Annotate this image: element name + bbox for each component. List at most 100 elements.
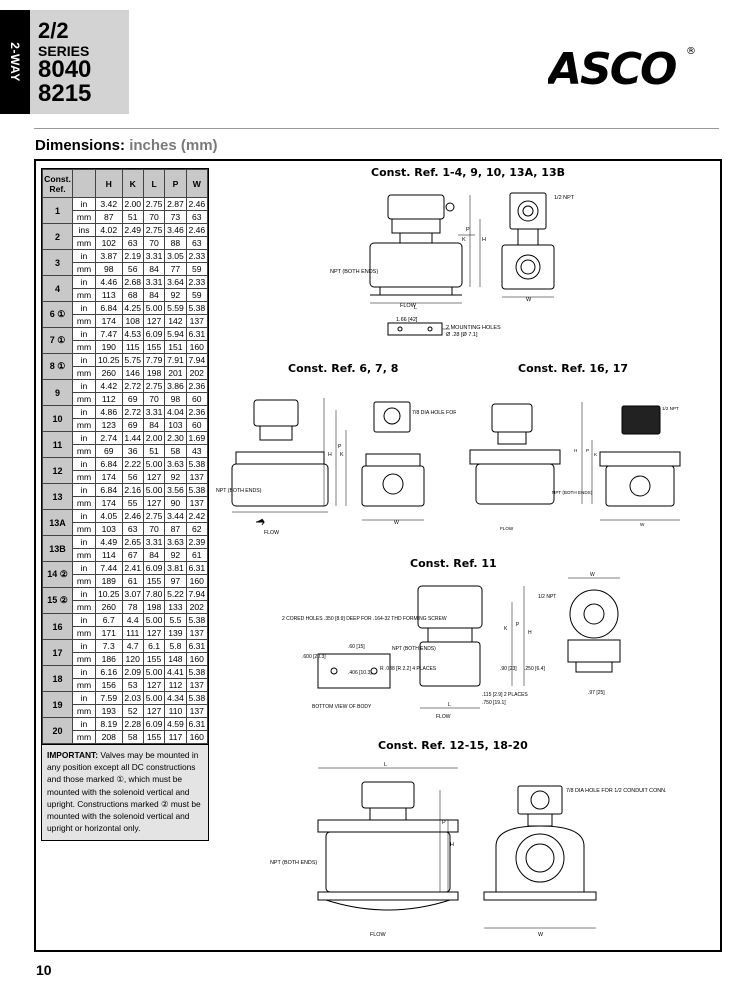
table-cell: 202 [185,600,209,614]
table-cell: 2.46 [185,223,209,237]
table-cell: 4.59 [164,717,187,731]
label-l-e: L [384,762,387,768]
table-cell: 63 [185,210,209,224]
table-cell: 69 [121,418,144,432]
table-cell: 5.8 [164,639,187,653]
table-cell: 2.16 [121,483,144,497]
valve-side-view-a [369,194,463,296]
drawing-const-ref-e: L P H NPT (BOTH ENDS) FLOW W 7/8 DIA HOL… [270,762,667,938]
table-cell: 160 [185,730,209,744]
table-cell: 160 [185,652,209,666]
table-cell: 56 [121,262,144,276]
table-cell: 115 [121,340,144,354]
table-cell: 139 [164,626,187,640]
table-cell: 2.46 [121,509,144,523]
table-cell: 3.44 [164,509,187,523]
table-cell: 3.63 [164,457,187,471]
label-k-d: K [504,626,508,632]
table-cell: 160 [185,574,209,588]
table-cell: 198 [142,600,166,614]
page-number: 10 [36,962,52,978]
table-cell: 127 [142,678,166,692]
label-r-088: R .088 [R 2.2] 4 PLACES [380,666,437,672]
table-cell-ref: 13 [42,483,73,510]
table-cell: 67 [121,548,144,562]
table-cell: 137 [185,704,209,718]
table-cell-unit: in [72,509,96,523]
table-cell-unit: mm [72,236,96,250]
table-cell-unit: in [72,275,96,289]
label-bottom-view: BOTTOM VIEW OF BODY [312,704,372,710]
table-cell: 6.84 [95,301,123,315]
table-cell: 5.38 [185,483,209,497]
table-cell: 58 [164,444,187,458]
table-cell: 84 [142,288,166,302]
label-p-e: P [442,820,446,826]
table-cell: 5.59 [164,301,187,315]
table-cell: 7.44 [95,561,123,575]
table-cell-unit: mm [72,210,96,224]
const-ref-heading-b: Const. Ref. 6, 7, 8 [288,362,399,375]
table-cell: 43 [185,444,209,458]
table-cell: 51 [121,210,144,224]
table-cell: 6.31 [185,327,209,341]
table-cell: 186 [95,652,123,666]
table-cell: 7.94 [185,353,209,367]
label-flow-c: FLOW [500,526,514,531]
table-cell: 2.72 [121,405,144,419]
table-cell: 60 [185,392,209,406]
table-cell: 3.31 [142,405,166,419]
drawing-const-ref-a: 1/2 NPT NPT (BOTH ENDS) L P K H W FLOW 1… [330,192,575,338]
table-cell: 5.94 [164,327,187,341]
table-cell-unit: in [72,353,96,367]
table-cell: 3.56 [164,483,187,497]
mounting-bracket-view-a [387,322,450,336]
label-half-npt-d: 1/2 NPT [538,594,556,600]
table-cell: 6.84 [95,457,123,471]
label-k-a: K [462,237,466,243]
table-cell: 2.75 [142,509,166,523]
table-cell: 193 [95,704,123,718]
table-cell-unit: mm [72,418,96,432]
label-p-c: P [586,448,589,453]
table-cell: 7.79 [142,353,166,367]
table-cell: 2.00 [121,197,144,211]
label-w-a: W [526,297,532,303]
table-cell: 189 [95,574,123,588]
table-cell: 111 [121,626,144,640]
table-cell: 68 [121,288,144,302]
table-cell: 84 [142,548,166,562]
table-cell: 137 [185,470,209,484]
table-cell: 174 [95,496,123,510]
table-cell: 2.75 [142,223,166,237]
label-cored-holes: 2 CORED HOLES .350 [8.9] DEEP FOR .164-3… [282,616,447,622]
side-tab: 2-WAY [0,10,30,114]
label-l-d: L [448,702,451,708]
label-dim-750: .750 [19.1] [482,700,506,706]
header-divider [34,128,719,129]
important-text: Valves may be mounted in any position ex… [47,750,201,834]
table-cell: 5.5 [164,613,187,627]
table-cell: 2.28 [121,717,144,731]
table-cell: 2.33 [185,275,209,289]
table-cell: 2.36 [185,379,209,393]
table-cell: 3.31 [142,249,166,263]
table-cell-ref: 11 [42,431,73,458]
table-cell-ref: 2 [42,223,73,250]
const-ref-heading-e: Const. Ref. 12-15, 18-20 [378,739,528,752]
col-header-ref: Const. Ref. [42,169,73,198]
table-cell: 5.38 [185,457,209,471]
table-cell-unit: mm [72,314,96,328]
table-cell-unit: mm [72,730,96,744]
table-cell: 92 [164,288,187,302]
table-cell: 6.31 [185,717,209,731]
table-cell: 146 [121,366,144,380]
table-cell: 103 [164,418,187,432]
table-cell: 6.7 [95,613,123,627]
